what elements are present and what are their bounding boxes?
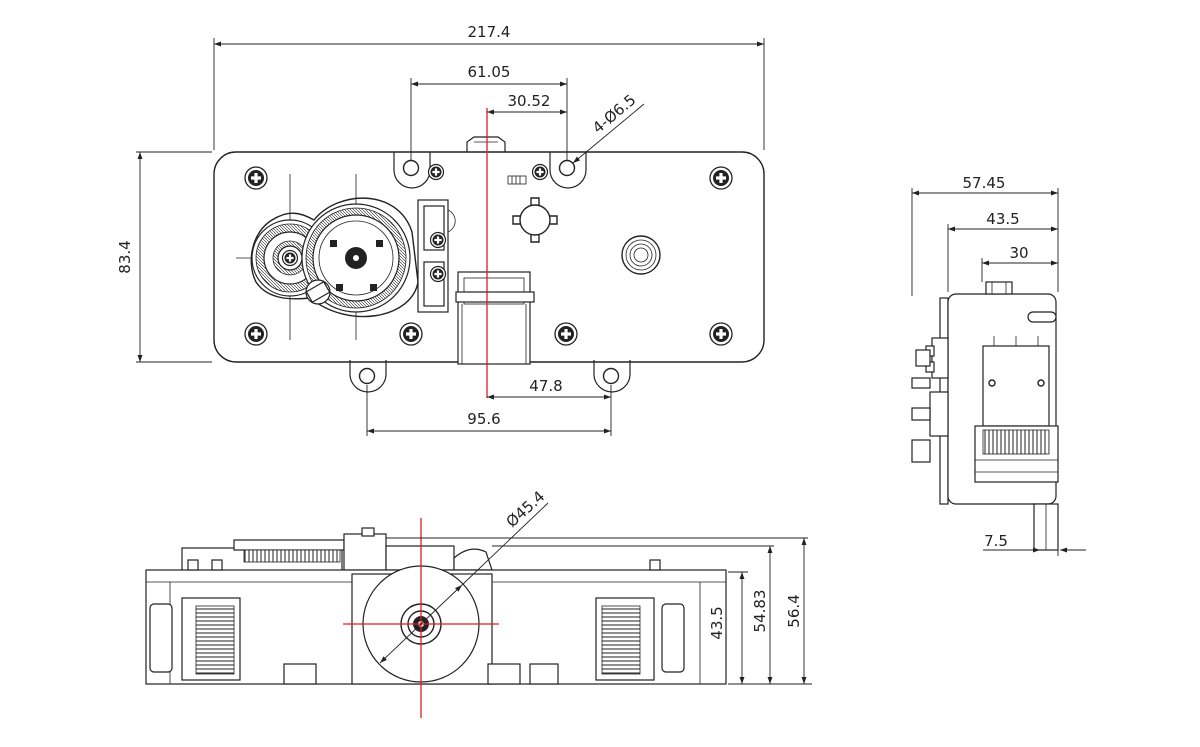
side-view-dimensions [911,188,1086,556]
dim-side-body: 43.5 [986,210,1019,228]
dim-front-h3: 56.4 [785,594,803,627]
dim-mount-half: 30.52 [508,92,551,110]
dim-front-h2: 54.83 [751,590,769,633]
dim-front-h1: 43.5 [708,606,726,639]
top-view-dimensions [136,38,765,436]
dim-bottom-half: 47.8 [529,377,562,395]
front-view-dimensions [379,502,812,685]
dim-bottom-pitch: 95.6 [467,410,500,428]
dim-side-depth: 57.45 [963,174,1006,192]
dim-overall-width: 217.4 [468,23,511,41]
dim-height: 83.4 [116,240,134,273]
dim-side-shaft: 7.5 [984,532,1008,550]
top-view [213,108,765,398]
front-view [145,518,727,718]
side-view [911,281,1059,551]
dim-side-top: 30 [1009,244,1028,262]
dim-mount-pitch: 61.05 [468,63,511,81]
